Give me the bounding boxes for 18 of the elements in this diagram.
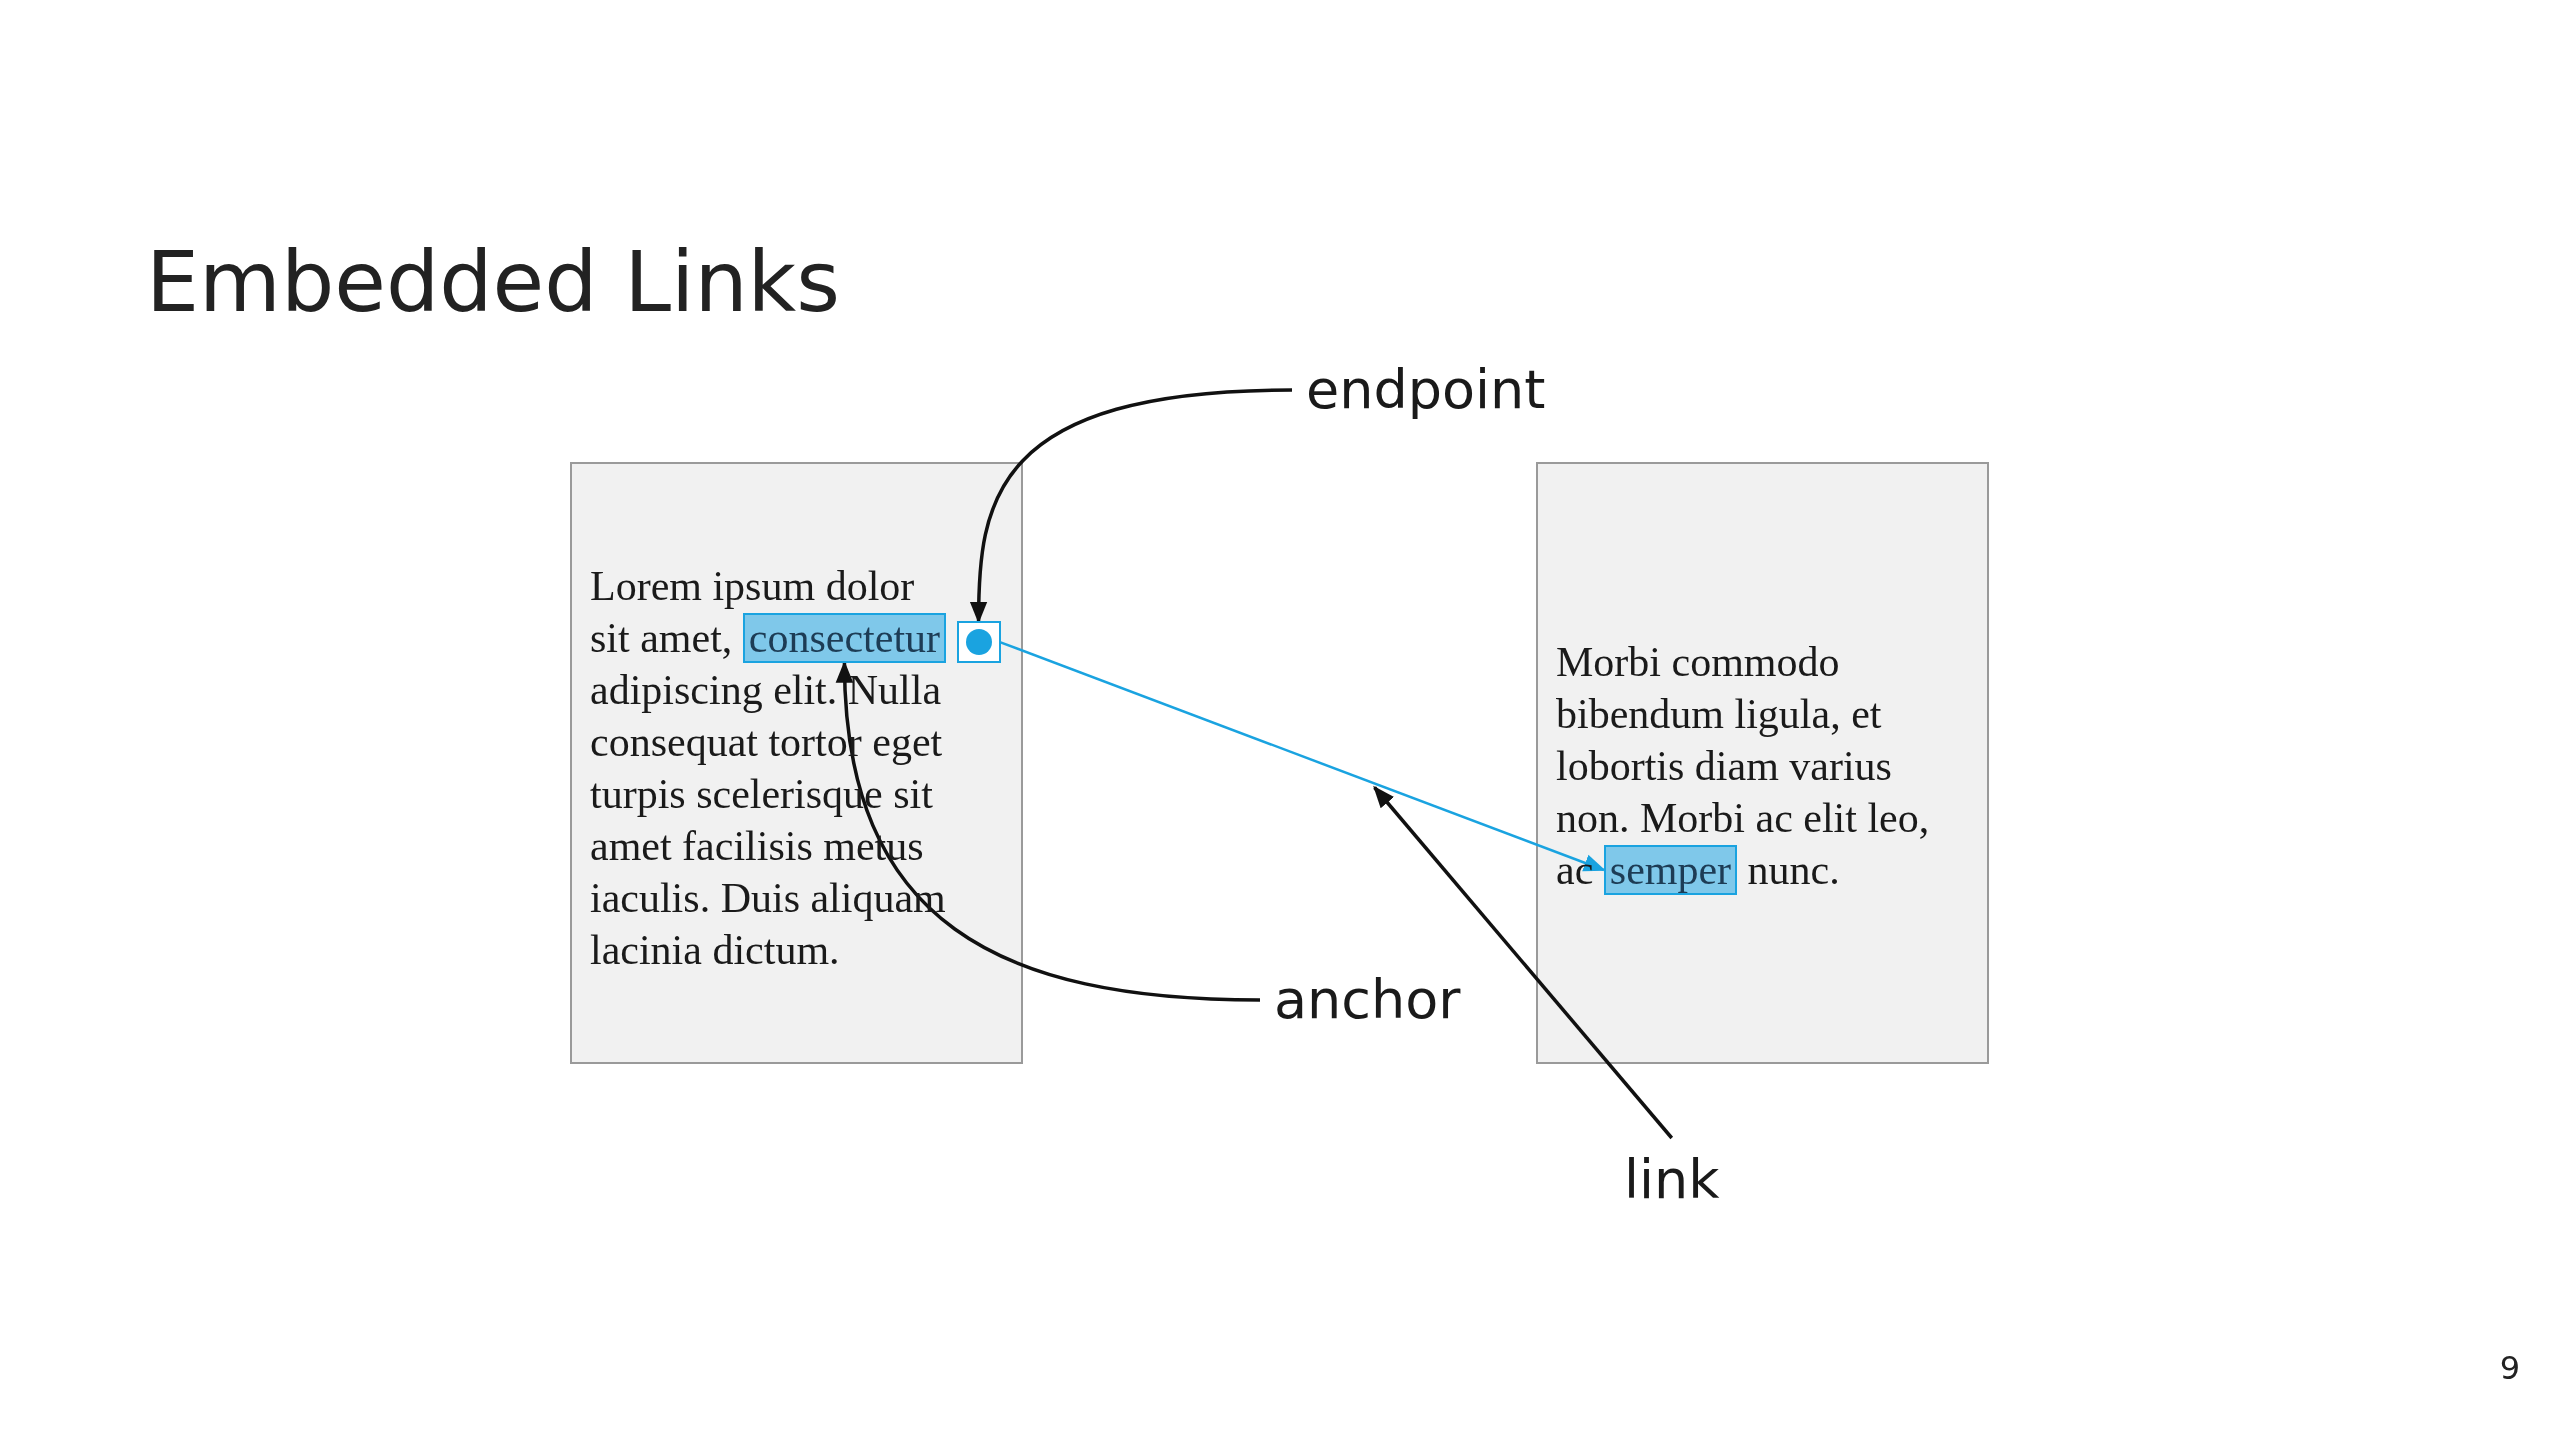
slide-title: Embedded Links xyxy=(146,232,841,332)
callout-label: link xyxy=(1624,1148,1720,1212)
callout-label: endpoint xyxy=(1306,358,1546,422)
link-line xyxy=(1000,641,1606,872)
endpoint-marker xyxy=(956,621,1001,664)
curved-arrow xyxy=(836,660,1261,1002)
page-number: 9 xyxy=(2499,1348,2520,1389)
paragraph-text: Lorem ipsum dolor xyxy=(590,563,915,609)
paragraph-text: nunc. xyxy=(1747,847,1840,893)
highlighted-word: semper xyxy=(1603,845,1738,895)
document-page xyxy=(1536,462,1989,1064)
document-page xyxy=(570,462,1023,1064)
curved-arrow xyxy=(970,388,1293,624)
callout-label: anchor xyxy=(1274,968,1461,1032)
paragraph-text: sit amet, xyxy=(590,615,733,661)
highlighted-word: consectetur xyxy=(742,613,947,663)
paragraph-text: ac xyxy=(1556,847,1594,893)
leader-line xyxy=(1373,785,1674,1140)
